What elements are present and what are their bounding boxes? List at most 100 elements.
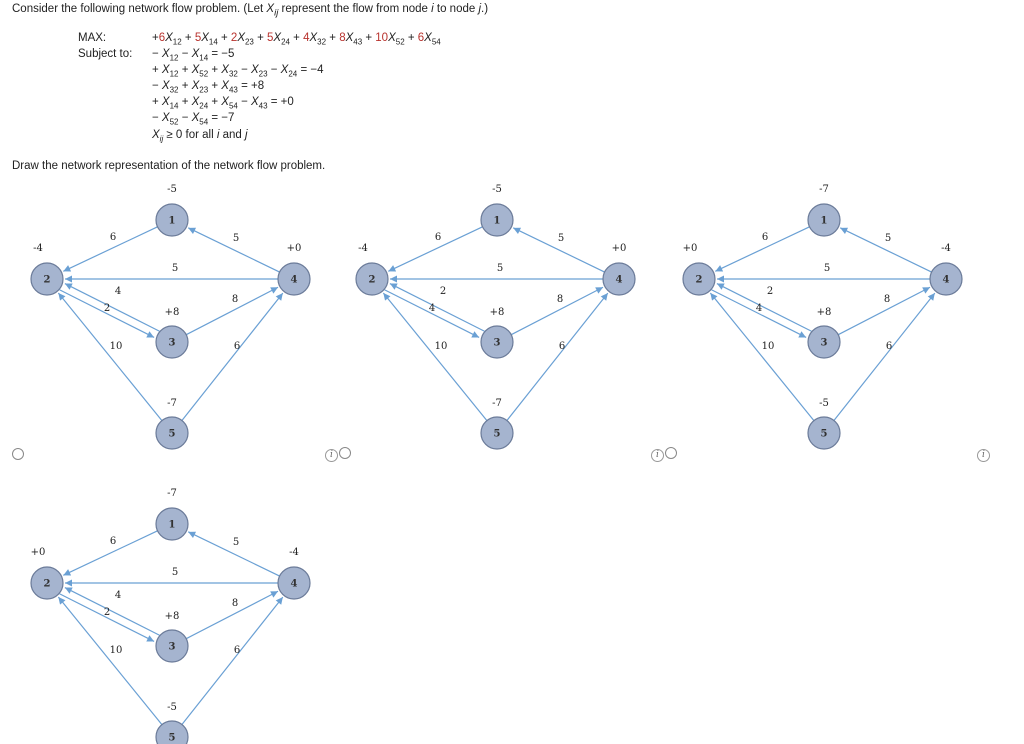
arc-label-1-2: 6: [110, 232, 116, 243]
node-4: 4: [929, 262, 963, 296]
arc-label-4-2: 5: [172, 567, 178, 578]
node-3-supply: +8: [817, 307, 832, 318]
arc-5-4: [833, 292, 936, 421]
svg-text:3: 3: [494, 338, 501, 349]
arc-label-4-2: 5: [172, 263, 178, 274]
arc-label-1-4: 5: [558, 233, 564, 244]
node-3-supply: +8: [165, 307, 180, 318]
arc-4-2: [390, 275, 603, 283]
node-3-supply: +8: [490, 307, 505, 318]
svg-text:4: 4: [943, 275, 950, 286]
svg-text:5: 5: [494, 429, 501, 440]
option-a-info-icon[interactable]: i: [325, 449, 338, 462]
max-label: MAX:: [78, 32, 107, 44]
subject-to-label: Subject to:: [78, 48, 133, 60]
svg-text:1: 1: [169, 520, 176, 531]
arc-4-2: [717, 275, 930, 283]
arc-2-3: [711, 289, 807, 339]
arc-label-4-3: 8: [232, 598, 238, 609]
svg-text:2: 2: [44, 579, 51, 590]
svg-text:3: 3: [821, 338, 828, 349]
arc-5-2: [709, 292, 815, 421]
arc-3-2: [389, 282, 485, 332]
node-5: 5: [155, 720, 189, 744]
arc-label-4-3: 8: [884, 294, 890, 305]
arc-label-4-2: 5: [497, 263, 503, 274]
constraint-5: − X52 − X54 = −7: [152, 112, 235, 127]
node-5: 5: [480, 416, 514, 450]
arc-1-2: [388, 226, 483, 272]
svg-text:5: 5: [169, 429, 176, 440]
arc-5-2: [57, 292, 163, 421]
arc-label-5-4: 6: [234, 645, 240, 656]
constraint-1: − X12 − X14 = −5: [152, 48, 235, 63]
arc-5-4: [181, 596, 284, 725]
option-c-info-icon[interactable]: i: [977, 449, 990, 462]
arc-label-5-2: 10: [110, 341, 123, 352]
option-a-radio[interactable]: [12, 448, 24, 460]
arc-2-3: [59, 593, 155, 643]
svg-text:5: 5: [821, 429, 828, 440]
svg-text:1: 1: [494, 216, 501, 227]
node-3-supply: +8: [165, 611, 180, 622]
node-3: 3: [807, 325, 841, 359]
node-1: 1: [480, 203, 514, 237]
arc-3-2: [64, 586, 160, 636]
arc-label-5-2: 10: [762, 341, 775, 352]
node-1-supply: -5: [167, 184, 177, 195]
arc-4-1: [187, 531, 280, 577]
arc-label-5-2: 10: [435, 341, 448, 352]
node-5-supply: -5: [167, 702, 177, 713]
arc-label-5-4: 6: [559, 341, 565, 352]
svg-text:2: 2: [44, 275, 51, 286]
arc-4-1: [187, 227, 280, 273]
svg-text:4: 4: [291, 275, 298, 286]
node-4-supply: -4: [941, 243, 951, 254]
arc-label-1-2: 6: [435, 232, 441, 243]
node-3: 3: [155, 629, 189, 663]
arc-4-2: [65, 275, 278, 283]
svg-text:3: 3: [169, 338, 176, 349]
node-2: 2: [30, 262, 64, 296]
node-5-supply: -5: [819, 398, 829, 409]
node-4-supply: +0: [612, 243, 627, 254]
svg-text:1: 1: [821, 216, 828, 227]
arc-5-2: [382, 292, 488, 421]
arc-3-2: [64, 282, 160, 332]
arc-label-4-2: 5: [824, 263, 830, 274]
constraint-3: − X32 + X23 + X43 = +8: [152, 80, 265, 95]
node-2-supply: +0: [683, 243, 698, 254]
node-1-supply: -7: [819, 184, 829, 195]
svg-text:4: 4: [291, 579, 298, 590]
node-5: 5: [155, 416, 189, 450]
option-b-info-icon[interactable]: i: [651, 449, 664, 462]
draw-prompt: Draw the network representation of the n…: [12, 160, 326, 172]
arc-3-4: [510, 286, 604, 336]
node-1: 1: [155, 203, 189, 237]
option-c-radio[interactable]: [665, 447, 677, 459]
node-2-supply: -4: [358, 243, 368, 254]
option-b-radio[interactable]: [339, 447, 351, 459]
node-5-supply: -7: [167, 398, 177, 409]
arc-label-3-2: 4: [429, 303, 435, 314]
arc-label-5-2: 10: [110, 645, 123, 656]
arc-label-3-2: 4: [756, 303, 762, 314]
arc-label-1-4: 5: [233, 233, 239, 244]
node-3: 3: [480, 325, 514, 359]
node-4: 4: [277, 262, 311, 296]
node-4-supply: +0: [287, 243, 302, 254]
node-1-supply: -5: [492, 184, 502, 195]
arc-label-2-3: 4: [115, 286, 121, 297]
node-1-supply: -7: [167, 488, 177, 499]
arc-3-4: [837, 286, 931, 336]
arc-3-4: [185, 286, 279, 336]
question-text: Consider the following network flow prob…: [12, 3, 489, 19]
arc-label-2-3: 2: [767, 286, 773, 297]
node-2: 2: [355, 262, 389, 296]
arc-label-1-2: 6: [110, 536, 116, 547]
node-3: 3: [155, 325, 189, 359]
